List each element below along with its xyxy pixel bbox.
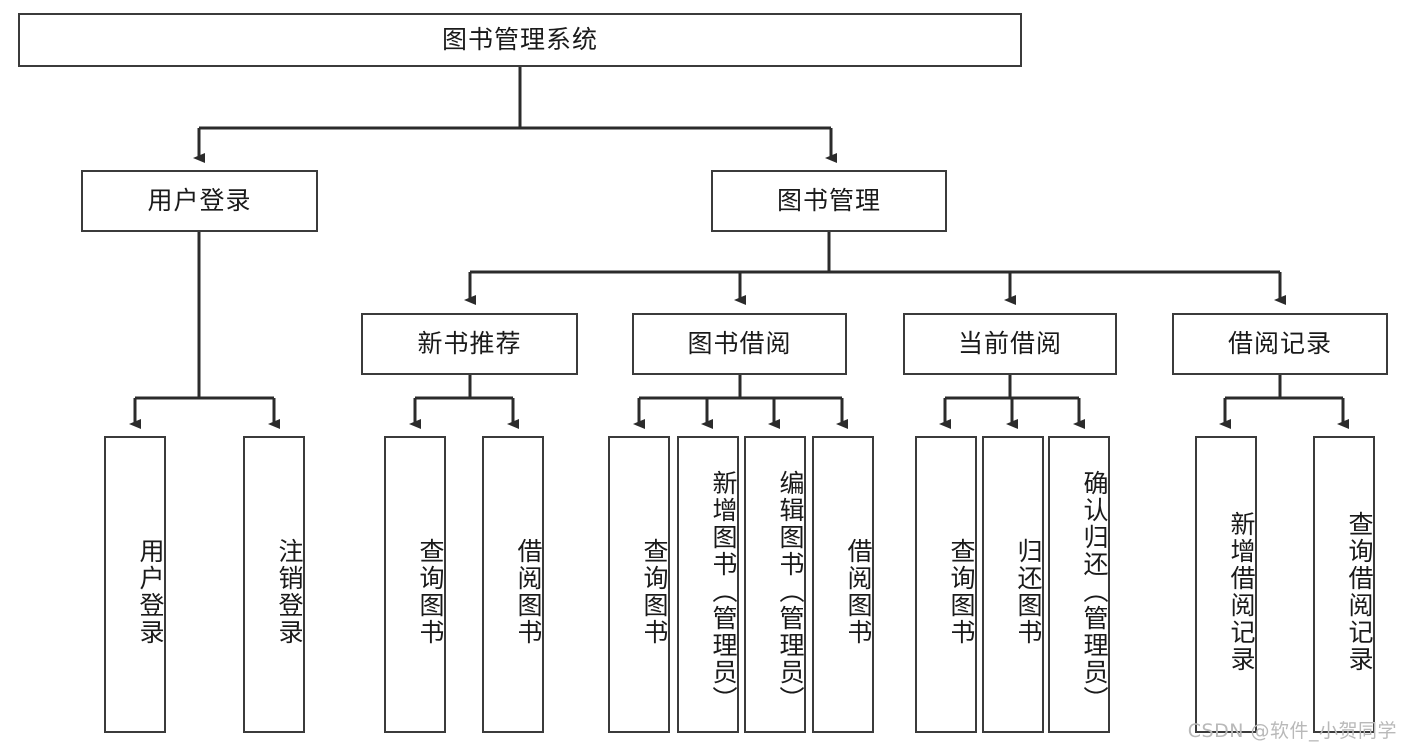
leaf-borrow-record-query[interactable]: 查询借阅记录 [1313, 436, 1375, 733]
node-label: 新增借阅记录 [1227, 510, 1256, 673]
node-label: 确认归还（管理员） [1080, 470, 1109, 713]
leaf-book-borrow-edit[interactable]: 编辑图书（管理员） [744, 436, 806, 733]
node-new-book-recommend[interactable]: 新书推荐 [361, 313, 578, 375]
node-book-borrow[interactable]: 图书借阅 [632, 313, 847, 375]
node-label: 注销登录 [275, 537, 304, 646]
node-label: 用户登录 [147, 186, 252, 216]
leaf-new-book-query[interactable]: 查询图书 [384, 436, 446, 733]
leaf-book-borrow-query[interactable]: 查询图书 [608, 436, 670, 733]
leaf-current-borrow-confirm-return[interactable]: 确认归还（管理员） [1048, 436, 1110, 733]
leaf-book-borrow-add[interactable]: 新增图书（管理员） [677, 436, 739, 733]
node-label: 图书借阅 [687, 329, 792, 359]
node-label: 查询借阅记录 [1345, 510, 1374, 673]
node-label: 借阅记录 [1227, 329, 1332, 359]
node-label: 借阅图书 [514, 537, 543, 646]
node-current-borrow[interactable]: 当前借阅 [903, 313, 1117, 375]
node-label: 编辑图书（管理员） [776, 470, 805, 713]
leaf-current-borrow-query[interactable]: 查询图书 [915, 436, 977, 733]
node-label: 新增图书（管理员） [709, 470, 738, 713]
node-label: 用户登录 [136, 537, 165, 646]
node-label: 归还图书 [1014, 537, 1043, 646]
node-label: 查询图书 [416, 537, 445, 646]
node-label: 当前借阅 [957, 329, 1062, 359]
leaf-borrow-record-add[interactable]: 新增借阅记录 [1195, 436, 1257, 733]
node-label: 图书管理系统 [441, 25, 598, 55]
node-user-login[interactable]: 用户登录 [81, 170, 318, 232]
leaf-user-login-signin[interactable]: 用户登录 [104, 436, 166, 733]
node-label: 借阅图书 [844, 537, 873, 646]
node-label: 新书推荐 [417, 329, 522, 359]
node-label: 图书管理 [776, 186, 881, 216]
leaf-user-login-logout[interactable]: 注销登录 [243, 436, 305, 733]
leaf-new-book-borrow[interactable]: 借阅图书 [482, 436, 544, 733]
leaf-book-borrow-lend[interactable]: 借阅图书 [812, 436, 874, 733]
watermark: CSDN @软件_小贺同学 [1187, 720, 1397, 742]
node-label: 查询图书 [947, 537, 976, 646]
node-root-book-management-system[interactable]: 图书管理系统 [18, 13, 1022, 67]
node-label: 查询图书 [640, 537, 669, 646]
node-book-management[interactable]: 图书管理 [711, 170, 947, 232]
leaf-current-borrow-return[interactable]: 归还图书 [982, 436, 1044, 733]
node-borrow-record[interactable]: 借阅记录 [1172, 313, 1388, 375]
